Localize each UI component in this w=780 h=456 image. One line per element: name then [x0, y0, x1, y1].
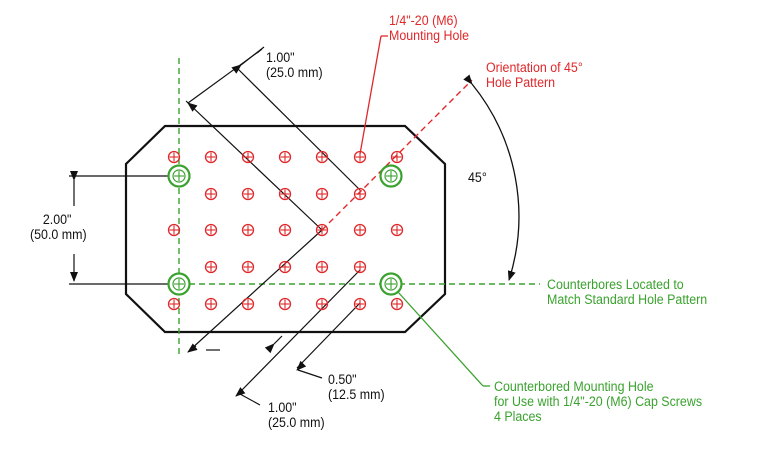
tapped-hole	[167, 150, 181, 164]
tapped-hole	[204, 187, 218, 201]
tapped-hole	[241, 150, 255, 164]
counterbored-hole	[167, 272, 191, 296]
vertical-dimension-label: 2.00" (50.0 mm)	[30, 212, 87, 242]
half-inch-dimension	[296, 302, 361, 379]
tapped-hole	[315, 297, 329, 311]
tapped-hole	[353, 187, 367, 201]
tapped-hole	[241, 187, 255, 201]
tapped-hole	[241, 223, 255, 237]
tapped-hole	[315, 187, 329, 201]
tapped-hole	[278, 223, 292, 237]
tapped-hole	[241, 297, 255, 311]
tapped-hole	[390, 223, 404, 237]
plate-outline	[124, 124, 447, 334]
mounting-hole-leader	[359, 35, 382, 155]
upper-diagonal-dimension	[185, 46, 361, 231]
tapped-hole	[390, 297, 404, 311]
tapped-hole	[353, 223, 367, 237]
top-diagonal-dimension-label: 1.00" (25.0 mm)	[266, 50, 323, 80]
counterbored-hole-leader	[397, 291, 484, 387]
tapped-hole	[315, 260, 329, 274]
tapped-hole	[204, 260, 218, 274]
tapped-hole	[278, 260, 292, 274]
counterbore-group	[167, 164, 403, 296]
tapped-hole	[241, 260, 255, 274]
tapped-hole-grid	[167, 150, 404, 311]
tapped-hole	[390, 150, 404, 164]
mounting-hole-label: 1/4"-20 (M6) Mounting Hole	[389, 13, 470, 43]
lower-diagonal-dimension	[187, 229, 361, 406]
tapped-hole	[353, 260, 367, 274]
tapped-hole	[167, 223, 181, 237]
counterbored-hole	[379, 164, 403, 188]
tapped-hole	[353, 150, 367, 164]
half-inch-dimension-label: 0.50" (12.5 mm)	[328, 372, 385, 402]
counterbored-hole	[167, 164, 191, 188]
angle-arc	[463, 74, 520, 281]
angle-label: 45°	[468, 170, 487, 185]
tapped-hole	[315, 223, 329, 237]
tapped-hole	[278, 150, 292, 164]
counterbored-hole	[379, 272, 403, 296]
tapped-hole	[353, 297, 367, 311]
tapped-hole	[204, 223, 218, 237]
vertical-dimension	[69, 171, 170, 285]
counterbores-located-label: Counterbores Located to Match Standard H…	[547, 277, 708, 307]
tapped-hole	[167, 297, 181, 311]
tapped-hole	[315, 150, 329, 164]
tapped-hole	[278, 297, 292, 311]
tapped-hole	[278, 187, 292, 201]
tapped-hole	[204, 297, 218, 311]
orientation-label: Orientation of 45° Hole Pattern	[486, 60, 583, 90]
tapped-hole	[204, 150, 218, 164]
orientation-line	[321, 79, 473, 231]
bottom-diagonal-dimension-label: 1.00" (25.0 mm)	[268, 400, 325, 430]
counterbored-hole-label: Counterbored Mounting Hole for Use with …	[494, 379, 703, 424]
